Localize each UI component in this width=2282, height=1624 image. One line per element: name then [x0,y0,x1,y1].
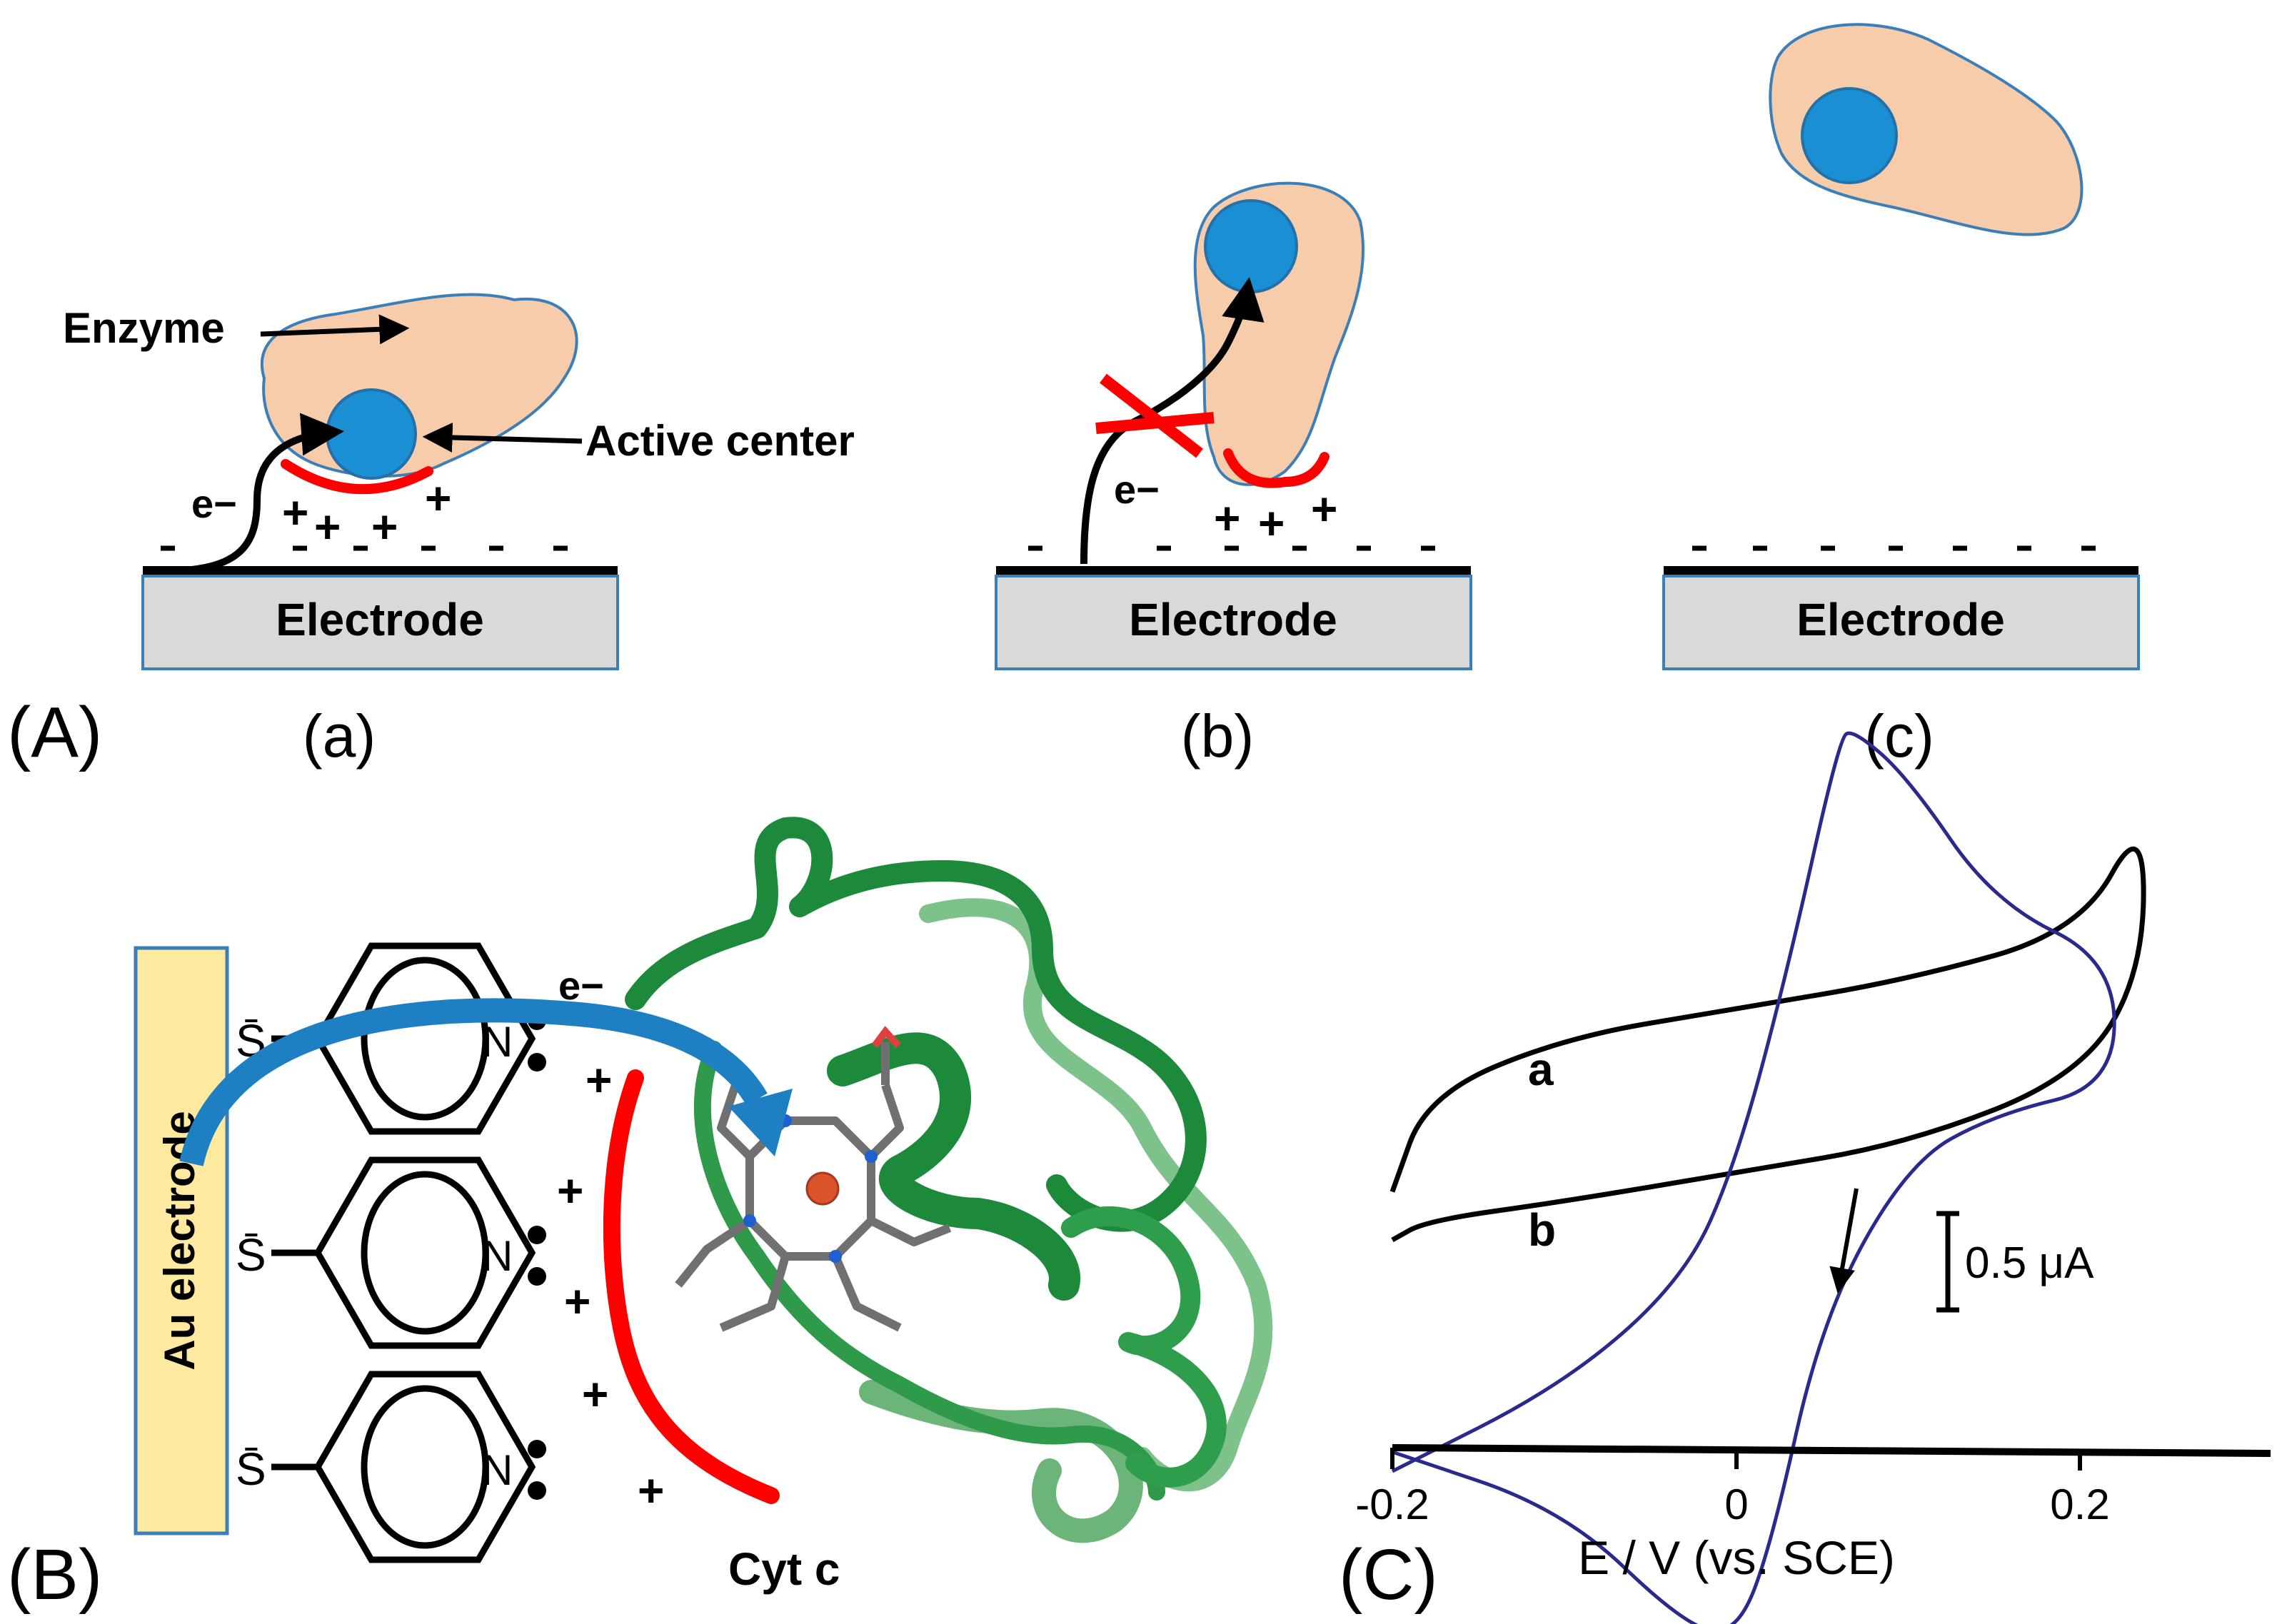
active-center [326,388,417,480]
cyt-c-protein [625,817,1273,1543]
plus-sign: + [564,1276,590,1327]
subpanel-label-b: (b) [1181,702,1255,770]
iron-atom [805,1171,840,1206]
plus-sign: + [371,501,398,553]
electron-label: e− [558,963,604,1008]
plus-sign: + [582,1368,608,1420]
subpanel-label-a: (a) [303,702,376,770]
nitrogen-label: N [482,1232,513,1280]
plus-sign: + [1311,483,1337,535]
electrode [141,575,619,670]
plus-sign: + [585,1054,612,1106]
lone-pair-dot [528,1481,546,1500]
charged-patch [1223,448,1330,488]
active-center-pointer [422,422,583,453]
panel-label-B: (B) [7,1535,102,1615]
plus-sign: + [557,1165,583,1216]
series-label-a: a [1528,1044,1554,1095]
plus-sign: + [314,501,341,553]
scale-bar [1936,1211,1959,1313]
electron-label: e− [191,481,237,526]
ribbon-main [693,1041,1165,1501]
lone-pair-dot [528,1226,546,1244]
electrode-label: Electrode [276,594,484,645]
panel-a: + + + + Electrode e− Enzyme Active cente… [7,23,2140,772]
pyridine-thiolate [271,1371,536,1563]
electron-transfer-arrow [164,413,344,575]
x-tick-label: 0.2 [2050,1481,2109,1528]
subpanel-label-c: (c) [1864,702,1934,770]
series-curve-a [1389,846,2146,1243]
ribbon-background [859,1380,1143,1543]
enzyme-label: Enzyme [63,304,225,352]
active-center [1204,199,1298,293]
plus-sign: + [638,1465,664,1516]
carbonyl-group [872,1026,901,1049]
series-label-b: b [1528,1204,1556,1256]
charged-patch [281,459,433,495]
x-tick-label: 0 [1724,1481,1748,1528]
subpanel-a: + + + + Electrode e− Enzyme Active cente… [63,293,855,770]
x-axis-label: E / V (vs. SCE) [1578,1531,1895,1584]
panel-c: -0.2 0 0.2 E / V (vs. SCE) a b 0.5 μA (C… [1339,731,2271,1624]
electrode-label: Electrode [1796,594,2005,645]
thiolate-label: S̄ [236,1229,266,1281]
plus-sign: + [282,487,308,538]
active-center [1801,87,1898,184]
electrode [995,575,1472,670]
series-curve-b [1391,731,2116,1624]
enzyme-pointer [260,314,410,345]
protein-label: Cyt c [728,1543,840,1595]
electron-transfer-arrow [179,998,768,1166]
panel-label-A: (A) [7,692,102,772]
plus-sign: + [425,473,451,524]
heme-group [675,1042,952,1332]
nitrogen-label: N [482,1446,513,1494]
lone-pair-dot [528,1267,546,1286]
enzyme-body [260,293,578,478]
nitrogen-label: N [482,1018,513,1066]
ribbon-main [1061,1206,1227,1488]
pyridine-thiolate [271,1156,536,1349]
lone-pair-dot [528,1440,546,1458]
panel-label-C: (C) [1339,1535,1438,1615]
subpanel-b: + + + Electrode e− (b) [995,181,1472,770]
thiolate-label: S̄ [236,1443,266,1495]
electrode-label: Electrode [1129,594,1337,645]
cv-plot [1389,731,2146,1624]
x-tick-label: -0.2 [1355,1481,1429,1528]
ribbon-main [827,1032,1080,1301]
subpanel-c: Electrode (c) [1662,23,2140,770]
plus-sign: + [1258,498,1285,549]
blocked-mark [1095,373,1215,458]
lone-pair-dot [528,1053,546,1071]
au-electrode [134,946,229,1535]
electron-transfer-arrow [1080,277,1265,565]
x-axis [1392,1444,2271,1457]
panel-b: Au electrode S̄ N S̄ N S̄ N [7,817,1273,1615]
ribbon-main [625,817,1207,1232]
electron-label: e− [1114,467,1160,512]
electron-transfer-arrowhead [728,1089,793,1156]
scan-direction-arrow [1829,1188,1859,1294]
electrode [1662,575,2140,670]
plus-sign: + [1214,493,1240,544]
active-center-label: Active center [585,417,855,465]
charged-patch [603,1069,780,1504]
scale-bar-label: 0.5 μA [1965,1239,2094,1288]
